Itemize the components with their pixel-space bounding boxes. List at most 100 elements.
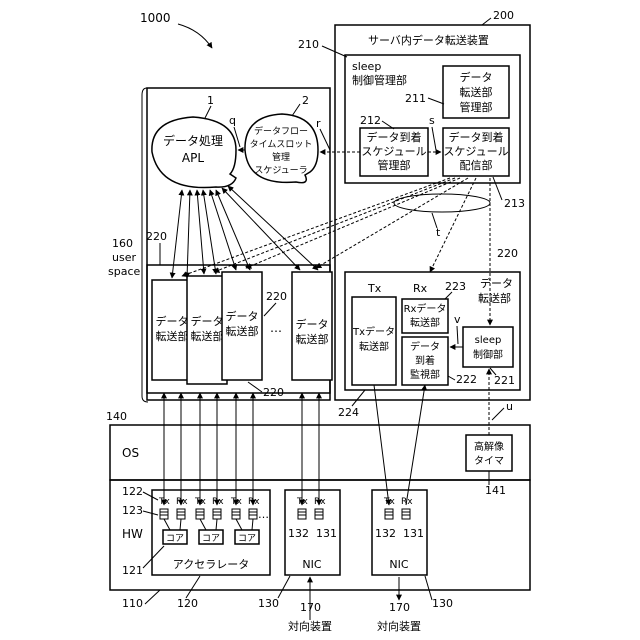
core-1-label: コア [166, 534, 184, 544]
sleep-ctrl-label-1: sleep [475, 335, 502, 346]
transfer-unit-4-label-2: 転送部 [296, 332, 329, 346]
nic-2-ref-131: 131 [403, 527, 424, 540]
ref-130-b: 130 [432, 597, 453, 610]
core-ellipsis: … [258, 508, 269, 521]
sleep-ctrl-box [463, 327, 513, 367]
apl-label-2: APL [182, 151, 204, 165]
nic-1-ref-131: 131 [316, 527, 337, 540]
rx-transfer-label-1: Rxデータ [404, 302, 447, 315]
ref-200: 200 [493, 9, 514, 22]
transfer-unit-4-label-1: データ [296, 317, 329, 331]
ref-110: 110 [122, 597, 143, 610]
ref-220-c-leader [248, 382, 262, 392]
timer-label-1: 高解像 [474, 440, 504, 453]
transfer-mgmt-label-3: 管理部 [460, 100, 493, 114]
ref-220-d: 220 [497, 247, 518, 260]
opposite-2-ref: 170 [389, 601, 410, 614]
ref-141: 141 [485, 484, 506, 497]
scheduler-label-3: 管理 [272, 151, 290, 163]
opposite-2-label: 対向装置 [377, 619, 421, 633]
ref-222: 222 [456, 373, 477, 386]
ref-210: 210 [298, 38, 319, 51]
core-2-label: コア [202, 534, 220, 544]
nic-2-ref-132: 132 [375, 527, 396, 540]
right-rx-label: Rx [413, 282, 428, 295]
apl-transfer-arrows [172, 186, 318, 278]
ref-120: 120 [177, 597, 198, 610]
sleep-ctrl-label-2: 制御部 [473, 348, 503, 361]
arrival-dist-label-1: データ到着 [449, 130, 504, 144]
accelerator-label: アクセラレータ [173, 558, 249, 571]
sym-q: q [229, 114, 236, 127]
ref-123: 123 [122, 504, 143, 517]
transfer-mgmt-label-1: データ [460, 70, 493, 84]
tx-transfer-label-2: 転送部 [359, 340, 389, 353]
figure-number: 1000 [140, 11, 171, 25]
ref-130-a: 130 [258, 597, 279, 610]
hw-label: HW [122, 527, 143, 541]
opposite-1-ref: 170 [300, 601, 321, 614]
arrival-mgmt-label-1: データ到着 [367, 130, 422, 144]
space-label: space [108, 265, 141, 278]
ref-200-leader [482, 18, 491, 25]
opposite-1-label: 対向装置 [288, 619, 332, 633]
tx-transfer-box [352, 297, 396, 385]
nic-1-rx: Rx [314, 497, 326, 507]
ref-121: 121 [122, 564, 143, 577]
rx-transfer-label-2: 転送部 [410, 316, 440, 329]
server-device-title: サーバ内データ転送装置 [368, 33, 489, 47]
ref-120-leader [186, 576, 200, 598]
ref-212: 212 [360, 114, 381, 127]
right-tx-label: Tx [367, 282, 382, 295]
nic-2-label: NIC [389, 558, 408, 571]
ref-223: 223 [445, 280, 466, 293]
ref-110-leader [145, 590, 160, 604]
sleep-mgmt-label-1: sleep [352, 60, 381, 73]
sym-u: u [506, 400, 513, 413]
nic-1-label: NIC [302, 558, 321, 571]
arrival-dist-label-3: 配信部 [460, 158, 493, 172]
transfer-mgmt-label-2: 転送部 [460, 85, 493, 99]
transfer-unit-1-label-2: 転送部 [156, 329, 189, 343]
scheduler-label-2: タイムスロット [250, 139, 313, 150]
core-3-rx: Rx [248, 497, 260, 507]
figure-pointer-arrow [178, 24, 212, 48]
apl-label-1: データ処理 [163, 133, 223, 148]
transfer-unit-2-label-2: 転送部 [191, 329, 224, 343]
sym-r: r [316, 117, 321, 130]
transfer-units-ellipsis: … [270, 321, 282, 335]
arrival-mgmt-label-2: スケジュール [361, 145, 426, 158]
scheduler-label-1: データフロー [254, 125, 308, 137]
os-label: OS [122, 446, 139, 460]
hw-userspace-arrows [164, 385, 425, 505]
arrival-monitor-label-3: 監視部 [410, 368, 440, 381]
ref-140: 140 [106, 410, 127, 423]
arrival-mgmt-label-3: 管理部 [378, 158, 411, 172]
transfer-unit-2-label-1: データ [191, 314, 224, 328]
sym-r-leader [320, 129, 330, 150]
sym-v: v [454, 313, 461, 326]
ref-211: 211 [405, 92, 426, 105]
ref-1: 1 [207, 94, 214, 107]
ref-130-b-leader [425, 576, 432, 600]
transfer-unit-right-label-2: 転送部 [478, 291, 511, 305]
ref-160: 160 [112, 237, 133, 250]
core-2-rx: Rx [212, 497, 224, 507]
nic-1-ref-132: 132 [288, 527, 309, 540]
ref-213: 213 [504, 197, 525, 210]
ref-224: 224 [338, 406, 359, 419]
sym-s: s [429, 114, 435, 127]
core-1-rx: Rx [176, 497, 188, 507]
core-3-label: コア [238, 534, 256, 544]
ref-1-leader [205, 106, 211, 118]
transfer-unit-3-label-2: 転送部 [226, 324, 259, 338]
arrival-dist-label-2: スケジュール [443, 145, 508, 158]
ref-220-a: 220 [146, 230, 167, 243]
sleep-mgmt-label-2: 制御管理部 [352, 73, 407, 87]
ref-2: 2 [302, 94, 309, 107]
sym-u-leader [492, 408, 504, 420]
ref-122: 122 [122, 485, 143, 498]
ref-220-c: 220 [263, 386, 284, 399]
user-label: user [112, 251, 136, 264]
